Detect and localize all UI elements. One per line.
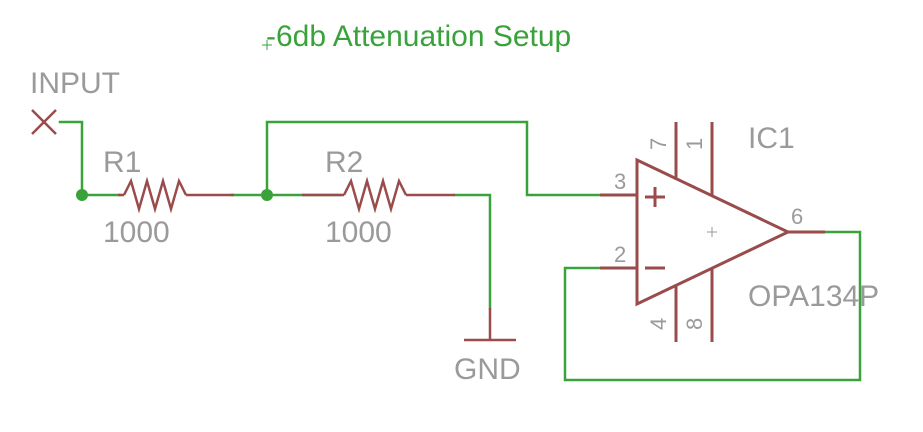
schematic-title: -6db Attenuation Setup	[266, 20, 571, 53]
pin-3-label: 3	[614, 169, 626, 194]
wire-input-to-r1[interactable]	[58, 120, 122, 197]
pin-8-label: 8	[682, 318, 707, 330]
pin-1-label: 1	[682, 138, 707, 150]
pin-2-label: 2	[614, 242, 626, 267]
junction-node-input	[76, 189, 88, 201]
ground-icon[interactable]	[464, 308, 516, 342]
r1-name: R1	[103, 146, 141, 179]
pin-7-label: 7	[646, 138, 671, 150]
input-label: INPUT	[30, 67, 120, 100]
r2-value: 1000	[325, 216, 392, 249]
pin-6-label: 6	[791, 204, 803, 229]
wire-junction-to-noninverting[interactable]	[265, 120, 602, 197]
wire-feedback-loop[interactable]	[563, 230, 862, 382]
wires	[58, 120, 862, 382]
origin-cross-icon	[707, 227, 717, 237]
r2-name: R2	[325, 146, 363, 179]
r1-value: 1000	[103, 216, 170, 249]
pin-4-label: 4	[646, 318, 671, 330]
title-origin-cross-icon	[262, 40, 272, 50]
ic-part: OPA134P	[748, 280, 879, 313]
opamp-ic1-icon[interactable]	[600, 122, 825, 342]
input-terminal-icon[interactable]	[31, 109, 57, 135]
wire-r2-to-gnd[interactable]	[453, 193, 492, 310]
junction-node-r1-r2	[261, 189, 273, 201]
ic-name: IC1	[748, 122, 795, 155]
resistor-r2-icon[interactable]	[302, 176, 455, 214]
resistor-r1-icon[interactable]	[118, 176, 234, 214]
gnd-label: GND	[454, 353, 521, 386]
